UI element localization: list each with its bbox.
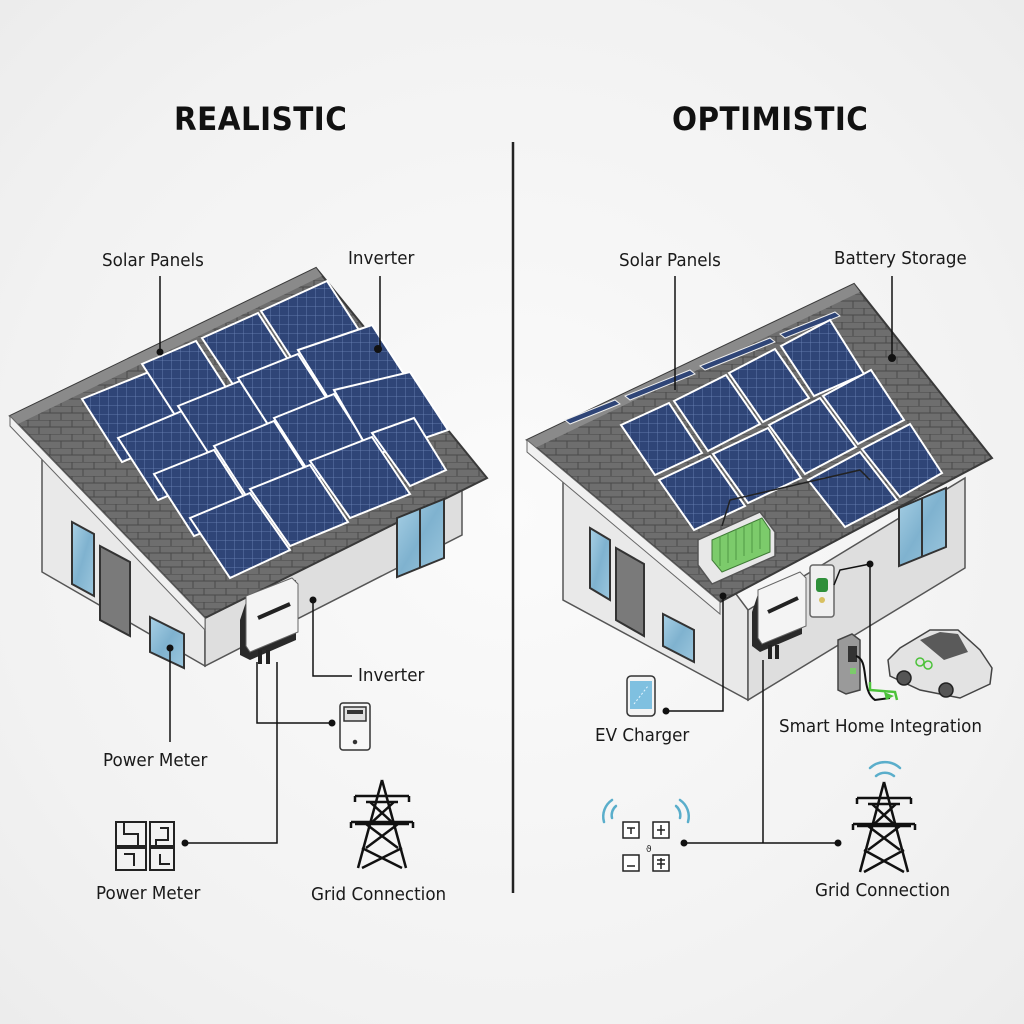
right-ev-charging-station — [837, 633, 894, 702]
right-tablet-icon — [626, 675, 656, 717]
left-label-grid-connection: Grid Connection — [311, 884, 447, 905]
left-inverter — [240, 577, 299, 664]
right-battery-storage — [697, 469, 871, 585]
left-house — [8, 266, 489, 670]
left-power-meter-symbol — [115, 821, 175, 871]
svg-text:ϑ: ϑ — [646, 845, 652, 855]
left-transmission-tower — [349, 779, 415, 870]
right-transmission-tower — [851, 781, 917, 874]
left-label-power-meter-bottom: Power Meter — [96, 883, 201, 904]
right-label-grid-connection: Grid Connection — [815, 880, 951, 901]
left-label-solar-panels: Solar Panels — [102, 250, 204, 271]
left-label-inverter-top: Inverter — [348, 248, 415, 269]
right-electric-car — [887, 629, 993, 699]
right-inverter — [752, 571, 807, 659]
optimistic-title: OPTIMISTIC — [672, 100, 869, 138]
right-smart-home-hub: ϑ — [622, 821, 670, 872]
right-label-smart-home-integration: Smart Home Integration — [779, 716, 982, 737]
realistic-title: REALISTIC — [174, 100, 348, 138]
right-wifi-icons — [602, 760, 902, 824]
right-label-ev-charger: EV Charger — [595, 725, 690, 746]
left-solar-panels — [80, 279, 450, 580]
right-smart-controller — [809, 564, 835, 618]
left-label-inverter-side: Inverter — [358, 665, 425, 686]
right-label-battery-storage: Battery Storage — [834, 248, 967, 269]
right-solar-panels — [619, 318, 944, 532]
left-label-power-meter-mid: Power Meter — [103, 750, 208, 771]
left-electric-meter — [339, 702, 371, 751]
right-label-solar-panels: Solar Panels — [619, 250, 721, 271]
right-house — [525, 282, 994, 702]
